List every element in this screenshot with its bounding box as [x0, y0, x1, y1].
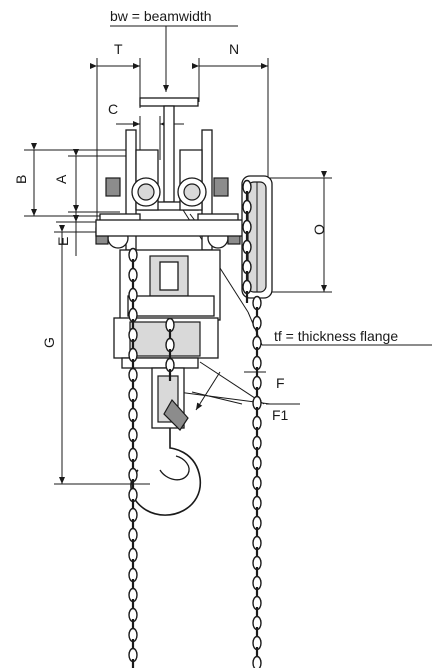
label-c: C — [108, 101, 118, 117]
label-t: T — [114, 41, 123, 57]
chain-link — [252, 655, 262, 668]
dimension-b: B — [13, 143, 136, 217]
chain-wheel-left — [242, 179, 252, 303]
label-n: N — [229, 41, 239, 57]
label-a: A — [53, 174, 69, 184]
dimension-bw: bw = beamwidth — [110, 8, 238, 92]
chain-left — [128, 247, 138, 668]
label-f1: F1 — [272, 407, 289, 423]
label-e: E — [55, 237, 71, 246]
dimension-a: A — [53, 149, 136, 213]
dimension-o: O — [262, 171, 332, 293]
label-b: B — [13, 175, 29, 184]
chains — [128, 179, 262, 668]
label-g: G — [41, 337, 57, 348]
dimension-n: N — [192, 41, 269, 178]
label-o: O — [311, 224, 327, 235]
dimension-f: F F1 — [177, 361, 300, 423]
label-tf: tf = thickness flange — [274, 328, 398, 344]
bottom-hook — [130, 367, 201, 516]
label-f: F — [276, 375, 285, 391]
chain-load — [165, 317, 175, 381]
trolley-crossbar — [95, 219, 247, 237]
label-bw: bw = beamwidth — [110, 8, 212, 24]
chain-right — [252, 295, 262, 668]
